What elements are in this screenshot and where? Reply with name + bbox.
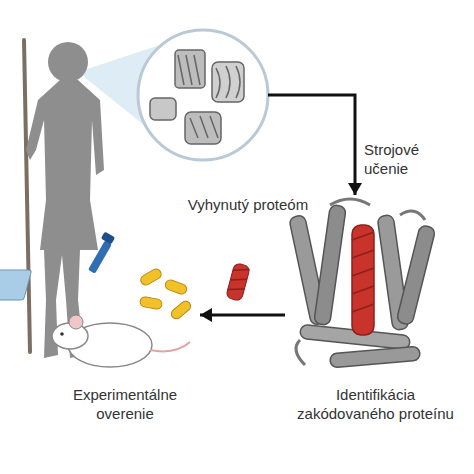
node-label: Experimentálne overenie [50,385,200,423]
human-silhouette [24,40,104,358]
protein-blobs [150,50,244,144]
peptide-helix [226,263,251,302]
flow-arrow [268,95,355,195]
protein-structure [289,199,436,368]
node-label: Identifikácia zakódovaného proteínu [288,385,463,423]
protein-node: Identifikácia zakódovaného proteínu [285,195,445,380]
experiment-node: Experimentálne overenie [45,235,200,378]
proteome-node: Vyhynutý proteóm [138,30,268,160]
experiment-illustration [0,232,193,367]
edge-label: Strojové učenie [362,140,446,178]
flow-arrow [200,314,285,317]
node-label: Vyhynutý proteóm [178,195,318,214]
proteome-circle [138,30,268,160]
